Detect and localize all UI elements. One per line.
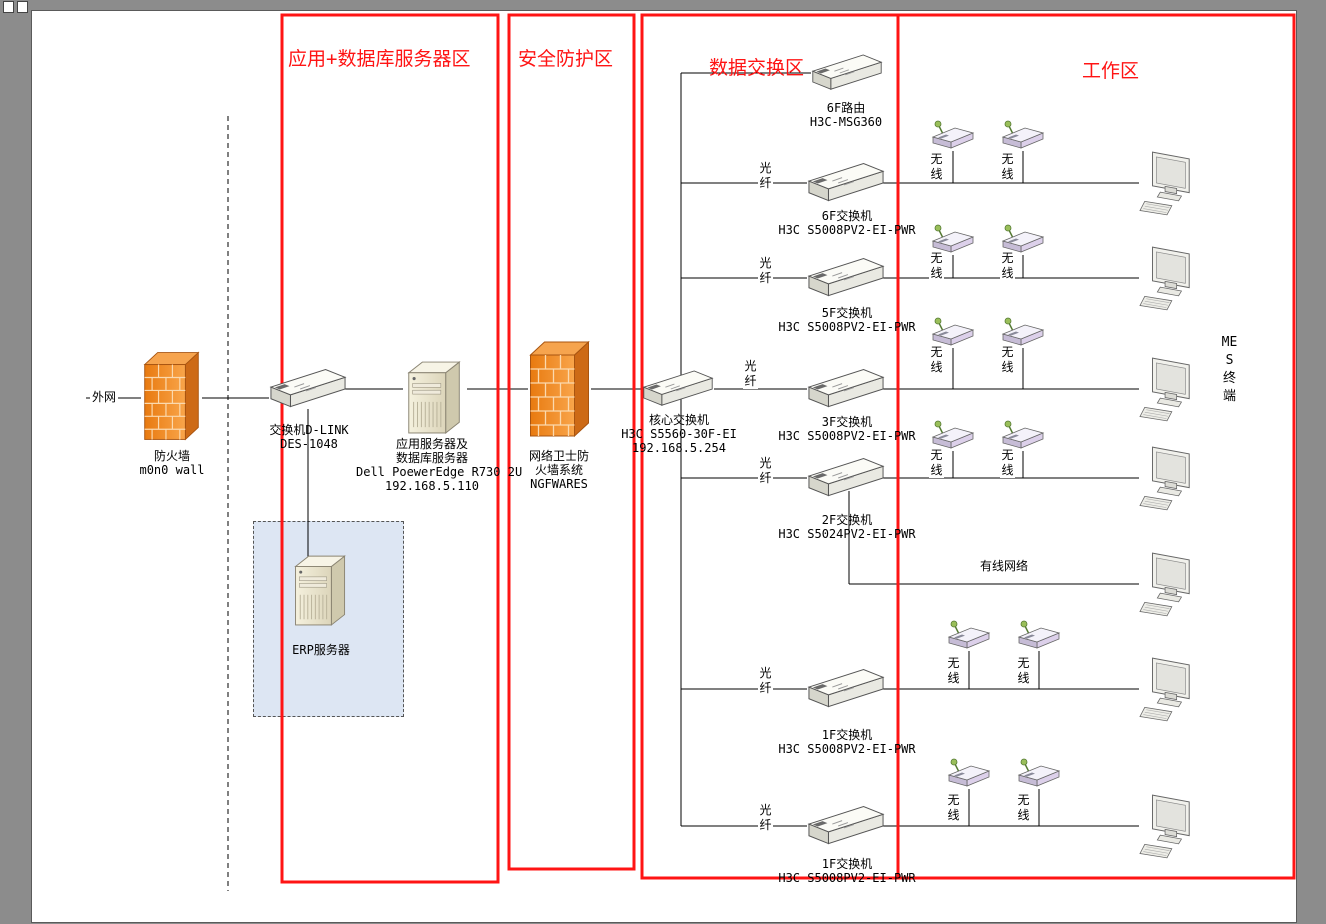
ngfw-label: 网络卫士防 火墙系统 NGFWARES bbox=[528, 449, 589, 491]
wireless-ap-icon[interactable] bbox=[1018, 758, 1060, 787]
switch-5f-label: 5F交换机 H3C S5008PV2-EI-PWR bbox=[778, 306, 916, 334]
wireless-ap-icon[interactable] bbox=[932, 224, 974, 253]
window-page-icon-2[interactable] bbox=[17, 1, 28, 13]
zone-title-security: 安全防护区 bbox=[518, 48, 614, 70]
diagram-canvas: 应用+数据库服务器区 安全防护区 数据交换区 工作区 外网 防火墙 m0n0 w… bbox=[31, 10, 1297, 923]
wireless-ap-icon[interactable] bbox=[932, 420, 974, 449]
mes-terminal-icon[interactable] bbox=[1139, 794, 1190, 859]
wireless-label: 无线 bbox=[1016, 656, 1031, 686]
external-net-label: 外网 bbox=[90, 390, 119, 404]
wireless-label: 无线 bbox=[1000, 251, 1015, 281]
zone-frame-app-db bbox=[280, 13, 500, 884]
wireless-ap-icon[interactable] bbox=[948, 758, 990, 787]
wireless-label: 无线 bbox=[1000, 152, 1015, 182]
switch-2f-icon[interactable] bbox=[808, 458, 884, 497]
wireless-ap-icon[interactable] bbox=[1018, 620, 1060, 649]
wireless-label: 无线 bbox=[929, 448, 944, 478]
firewall-m0n0-icon[interactable] bbox=[144, 351, 199, 441]
ngfw-firewall-icon[interactable] bbox=[529, 341, 590, 437]
wireless-ap-icon[interactable] bbox=[932, 317, 974, 346]
fiber-label: 光纤 bbox=[743, 359, 758, 389]
switch-6f-label: 6F交换机 H3C S5008PV2-EI-PWR bbox=[778, 209, 916, 237]
zone-frame-work bbox=[896, 13, 1296, 880]
router-6f-label: 6F路由 H3C-MSG360 bbox=[809, 101, 883, 129]
mes-terminal-icon[interactable] bbox=[1139, 246, 1190, 311]
router-6f-icon[interactable] bbox=[812, 54, 882, 90]
core-switch-label: 核心交换机 H3C S5560-30F-EI 192.168.5.254 bbox=[621, 413, 737, 455]
switch-1f-b-label: 1F交换机 H3C S5008PV2-EI-PWR bbox=[778, 857, 916, 885]
window-page-icon-1[interactable] bbox=[3, 1, 14, 13]
zone-title-data-exchange: 数据交换区 bbox=[709, 57, 805, 79]
wireless-label: 无线 bbox=[929, 152, 944, 182]
wireless-label: 无线 bbox=[929, 345, 944, 375]
mes-terminal-icon[interactable] bbox=[1139, 657, 1190, 722]
wireless-ap-icon[interactable] bbox=[1002, 420, 1044, 449]
fiber-label: 光纤 bbox=[758, 456, 773, 486]
dlink-switch-label: 交换机D-LINK DES-1048 bbox=[269, 423, 349, 451]
wireless-ap-icon[interactable] bbox=[1002, 317, 1044, 346]
switch-1f-b-icon[interactable] bbox=[808, 806, 884, 845]
wireless-label: 无线 bbox=[946, 656, 961, 686]
mes-terminal-icon[interactable] bbox=[1139, 552, 1190, 617]
switch-2f-label: 2F交换机 H3C S5024PV2-EI-PWR bbox=[778, 513, 916, 541]
wireless-label: 无线 bbox=[946, 793, 961, 823]
switch-1f-icon[interactable] bbox=[808, 669, 884, 708]
erp-server-label: ERP服务器 bbox=[292, 643, 350, 657]
app-db-server-icon[interactable] bbox=[408, 361, 460, 434]
switch-5f-icon[interactable] bbox=[808, 258, 884, 297]
wireless-label: 无线 bbox=[1016, 793, 1031, 823]
switch-6f-icon[interactable] bbox=[808, 163, 884, 202]
switch-1f-label: 1F交换机 H3C S5008PV2-EI-PWR bbox=[778, 728, 916, 756]
fiber-label: 光纤 bbox=[758, 803, 773, 833]
wireless-ap-icon[interactable] bbox=[1002, 224, 1044, 253]
wireless-label: 无线 bbox=[1000, 345, 1015, 375]
erp-server-icon[interactable] bbox=[295, 555, 346, 626]
mes-terminal-label: MES终端 bbox=[1221, 334, 1238, 406]
wireless-ap-icon[interactable] bbox=[948, 620, 990, 649]
mes-terminal-icon[interactable] bbox=[1139, 357, 1190, 422]
mes-terminal-icon[interactable] bbox=[1139, 151, 1190, 216]
wireless-label: 无线 bbox=[929, 251, 944, 281]
connection-lines bbox=[86, 72, 1139, 891]
fiber-label: 光纤 bbox=[758, 256, 773, 286]
switch-3f-icon[interactable] bbox=[808, 369, 884, 408]
zone-title-work: 工作区 bbox=[1082, 60, 1140, 82]
wireless-ap-icon[interactable] bbox=[932, 120, 974, 149]
fiber-label: 光纤 bbox=[758, 161, 773, 191]
switch-3f-label: 3F交换机 H3C S5008PV2-EI-PWR bbox=[778, 415, 916, 443]
zone-title-app-db: 应用+数据库服务器区 bbox=[288, 48, 471, 70]
wireless-ap-icon[interactable] bbox=[1002, 120, 1044, 149]
zone-frame-security bbox=[507, 13, 636, 871]
wired-network-label: 有线网络 bbox=[980, 559, 1029, 573]
mes-terminal-icon[interactable] bbox=[1139, 446, 1190, 511]
app-db-server-label: 应用服务器及 数据库服务器 Dell PoewerEdge R730 2U 19… bbox=[356, 437, 523, 493]
wireless-label: 无线 bbox=[1000, 448, 1015, 478]
fiber-label: 光纤 bbox=[758, 666, 773, 696]
core-switch-icon[interactable] bbox=[643, 370, 713, 406]
m0n0-firewall-label: 防火墙 m0n0 wall bbox=[139, 449, 205, 477]
